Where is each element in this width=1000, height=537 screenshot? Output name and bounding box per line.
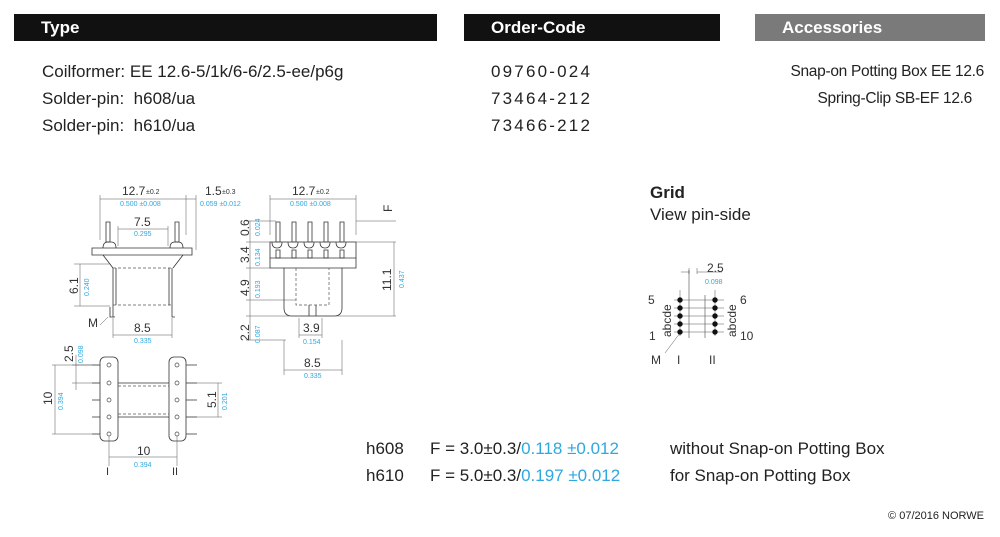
dim-width-in: 0.500 ±0.008	[290, 201, 331, 208]
dim-d2-in: 0.134	[255, 248, 262, 266]
grid-subtitle: View pin-side	[650, 205, 751, 224]
order-code-header: Order-Code	[464, 14, 720, 41]
grid-marker-m: M	[651, 353, 661, 367]
order-code-1: 09760-024	[491, 62, 593, 81]
order-code-3: 73466-212	[491, 116, 593, 135]
accessory-2: Spring-Clip SB-EF 12.6	[817, 90, 973, 107]
dim-inner-in: 0.295	[134, 231, 152, 238]
dim-pin-in: 0.059 ±0.012	[200, 201, 241, 208]
dim-tab: 3.9	[303, 321, 320, 335]
dim-inner-in: 0.201	[222, 392, 229, 410]
dim-tol: ±0.2	[316, 189, 330, 196]
grid-drawing: 2.5 0.098 5 1 6 10 abcde abcde M I II	[648, 261, 754, 367]
dim-width: 12.7	[292, 184, 316, 198]
f-inch-value: 0.197 ±0.012	[521, 466, 621, 485]
accessory-1: Snap-on Potting Box EE 12.6	[790, 63, 984, 80]
dim-bottom: 8.5	[304, 356, 321, 370]
dim-bottom-in: 0.335	[134, 338, 152, 345]
dim-d3-in: 0.193	[255, 280, 262, 298]
row-label: Coilformer:	[42, 62, 126, 81]
front-view-drawing: 12.7 ±0.2 0.500 ±0.008 F 0.6 0.024 3.4 0…	[238, 184, 406, 380]
dim-width-in: 0.500 ±0.008	[120, 201, 161, 208]
dim-total: 11.1	[380, 268, 394, 291]
dim-tab-in: 0.154	[303, 339, 321, 346]
copyright: © 07/2016 NORWE	[888, 510, 984, 522]
order-code-2: 73464-212	[491, 89, 593, 108]
dim-width: 12.7	[122, 184, 146, 198]
type-header: Type	[14, 14, 437, 41]
pin-label-10: 10	[740, 329, 754, 343]
dim-total-in: 0.437	[399, 270, 406, 288]
row-label: Solder-pin:	[42, 89, 125, 108]
row-value: h608/ua	[133, 89, 196, 108]
row-value: EE 12.6-5/1k/6-6/2.5-ee/p6g	[129, 62, 344, 81]
marker-m: M	[88, 316, 98, 330]
dim-inner: 7.5	[134, 215, 151, 229]
accessories-header: Accessories	[755, 14, 985, 41]
bottom-view-drawing: 10 0.394 2.5 0.098 5.1 0.201 10 0.394 I …	[41, 345, 229, 478]
dim-d1-in: 0.024	[255, 218, 262, 236]
type-row-2: Solder-pin: h608/ua	[42, 89, 195, 109]
dim-width-in: 0.394	[134, 462, 152, 469]
dim-tol: ±0.3	[222, 189, 236, 196]
f-value: F = 5.0±0.3/	[430, 466, 522, 485]
dim-d1: 0.6	[238, 219, 252, 236]
grid-pitch: 2.5	[707, 261, 724, 275]
pin-spec-1-note: without Snap-on Potting Box	[670, 439, 885, 458]
grid-title: Grid	[650, 183, 685, 202]
pin-spec-1-pin: h608	[366, 439, 404, 458]
dim-pin: 1.5	[205, 184, 222, 198]
pin-spec-2-f: F = 5.0±0.3/0.197 ±0.012	[430, 466, 620, 486]
dim-d4: 2.2	[238, 324, 252, 341]
side-view-drawing: 12.7 ±0.2 0.500 ±0.008 1.5 ±0.3 0.059 ±0…	[67, 184, 241, 345]
pin-label-1: 1	[649, 329, 656, 343]
dim-pitch: 2.5	[62, 345, 76, 362]
dim-height: 6.1	[67, 277, 81, 294]
dim-width: 10	[137, 444, 151, 458]
row-label: Solder-pin:	[42, 116, 125, 135]
dim-pitch-in: 0.098	[78, 345, 85, 363]
dim-height-in: 0.240	[84, 278, 91, 296]
dim-d4-in: 0.087	[255, 325, 262, 343]
dim-height-in: 0.394	[58, 392, 65, 410]
pin-letters-left: abcde	[660, 304, 674, 337]
dim-bottom: 8.5	[134, 321, 151, 335]
dim-bottom-in: 0.335	[304, 373, 322, 380]
pin-label-6: 6	[740, 293, 747, 307]
grid-side-1: I	[677, 353, 680, 367]
dim-d3: 4.9	[238, 279, 252, 296]
dim-d2: 3.4	[238, 246, 252, 263]
grid-side-2: II	[709, 353, 716, 367]
dim-f: F	[381, 205, 395, 212]
dim-height: 10	[41, 391, 55, 405]
pin-spec-2-pin: h610	[366, 466, 404, 485]
dim-tol: ±0.2	[146, 189, 160, 196]
f-inch-value: 0.118 ±0.012	[521, 439, 619, 458]
pin-spec-2-note: for Snap-on Potting Box	[670, 466, 851, 485]
row-value: h610/ua	[133, 116, 196, 135]
pin-label-5: 5	[648, 293, 655, 307]
pin-spec-1-f: F = 3.0±0.3/0.118 ±0.012	[430, 439, 619, 459]
f-value: F = 3.0±0.3/	[430, 439, 522, 458]
type-row-1: Coilformer: EE 12.6-5/1k/6-6/2.5-ee/p6g	[42, 62, 343, 82]
pin-letters-right: abcde	[725, 304, 739, 337]
side-label-2: II	[172, 466, 178, 478]
type-row-3: Solder-pin: h610/ua	[42, 116, 195, 136]
dim-inner: 5.1	[205, 391, 219, 408]
side-label-1: I	[106, 466, 109, 478]
grid-pitch-in: 0.098	[705, 279, 723, 286]
